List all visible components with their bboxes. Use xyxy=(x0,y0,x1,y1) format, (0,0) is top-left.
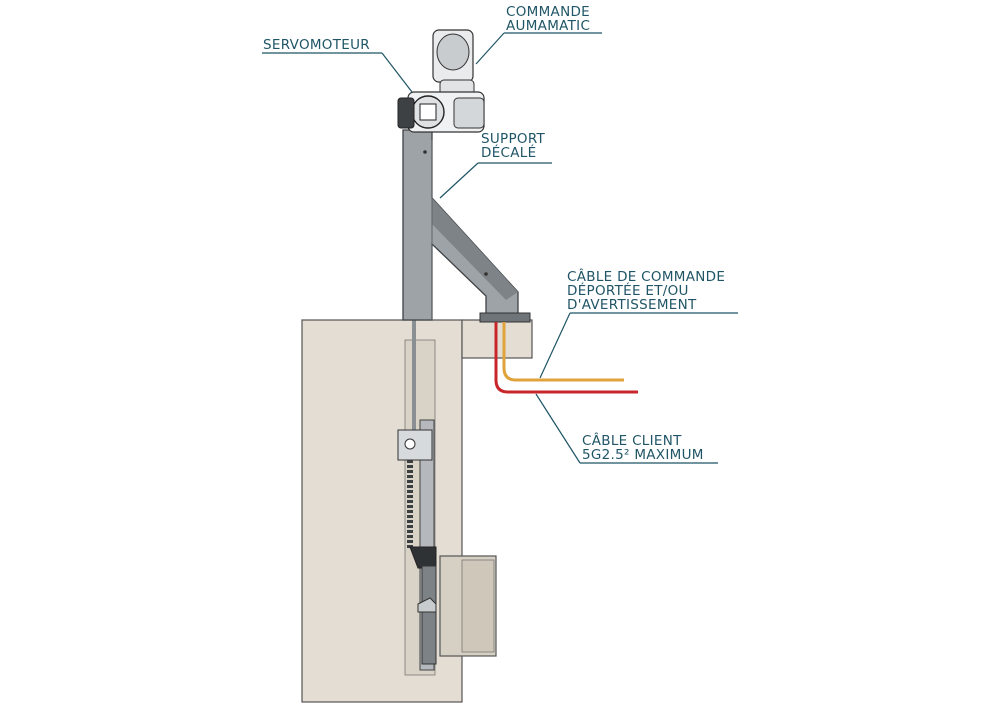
label-line: D'AVERTISSEMENT xyxy=(567,297,697,313)
cables xyxy=(494,322,638,394)
support-base-plate xyxy=(479,312,531,323)
support-bolt xyxy=(423,150,427,154)
label-servomoteur: SERVOMOTEUR xyxy=(263,38,370,52)
label-commande-aumamatic: COMMANDE AUMAMATIC xyxy=(506,5,590,33)
actuator-motor-block xyxy=(397,97,415,129)
gate-seal xyxy=(417,597,437,613)
gate-panel xyxy=(421,565,437,665)
leader-commande xyxy=(475,32,505,65)
servomotor xyxy=(397,29,485,133)
actuator-square-drive xyxy=(419,103,437,121)
leader-cable-client xyxy=(535,393,581,464)
support-bolt xyxy=(484,272,488,276)
leader-cable-commande xyxy=(539,312,571,379)
label-support-decale: SUPPORT DÉCALÉ xyxy=(481,132,545,160)
label-line: SERVOMOTEUR xyxy=(263,37,370,53)
gate-assembly xyxy=(397,320,437,671)
gate-pin xyxy=(404,438,416,450)
leader-lines xyxy=(262,32,738,464)
concrete-wall xyxy=(301,319,463,703)
label-line: CÂBLE CLIENT xyxy=(582,433,682,449)
label-line: DÉPORTÉE ET/OU xyxy=(567,283,689,299)
label-line: DÉCALÉ xyxy=(481,145,537,161)
label-line: AUMAMATIC xyxy=(506,18,591,34)
label-line: CÂBLE DE COMMANDE xyxy=(567,269,726,285)
label-cable-client: CÂBLE CLIENT 5G2.5² MAXIMUM xyxy=(582,434,704,462)
actuator-top-dome xyxy=(436,33,470,71)
outlet-pipe-inner xyxy=(461,559,495,653)
cable-control xyxy=(502,322,624,382)
cable-client xyxy=(494,322,638,394)
leader-support xyxy=(439,162,479,199)
leader-servomoteur xyxy=(381,52,413,93)
label-line: COMMANDE xyxy=(506,4,591,20)
label-line: SUPPORT xyxy=(481,131,546,147)
support-column-shade xyxy=(432,198,518,300)
actuator-side-box xyxy=(453,97,485,129)
label-cable-commande: CÂBLE DE COMMANDE DÉPORTÉE ET/OU D'AVERT… xyxy=(567,270,725,312)
label-line: 5G2.5² MAXIMUM xyxy=(582,447,704,463)
